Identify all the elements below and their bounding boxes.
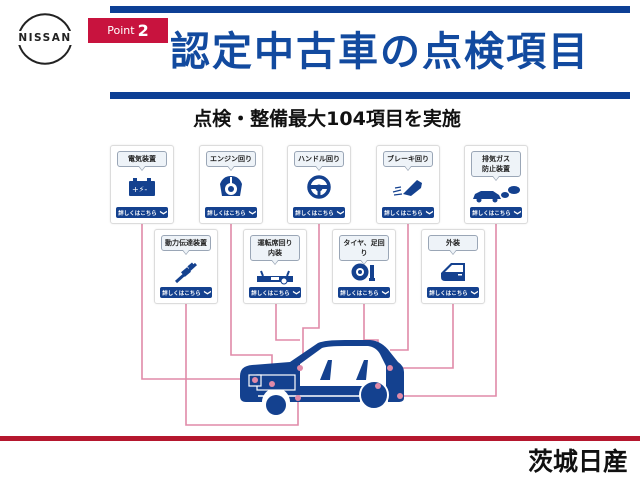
chevron-down-icon: ❯ [336, 209, 345, 216]
card-label: ハンドル回り [294, 151, 344, 171]
details-button[interactable]: 詳しくはこちら❯ [338, 287, 390, 298]
engine-icon [200, 174, 262, 198]
details-button[interactable]: 詳しくはこちら❯ [470, 207, 522, 218]
svg-text:+⚡-: +⚡- [132, 185, 147, 194]
header-bottom-rule [110, 92, 630, 99]
dealer-name: 茨城日産 [527, 447, 628, 476]
details-button[interactable]: 詳しくはこちら❯ [249, 287, 301, 298]
card-label: エンジン回り [206, 151, 256, 171]
chevron-down-icon: ❯ [513, 209, 522, 216]
battery-icon: +⚡- [111, 177, 173, 197]
page-title: 認定中古車の点検項目 [170, 29, 590, 75]
card-interior[interactable]: 運転席回り 内装 詳しくはこちら❯ [243, 229, 307, 304]
details-button[interactable]: 詳しくはこちら❯ [160, 287, 212, 298]
card-drivetrain[interactable]: 動力伝達装置 詳しくはこちら❯ [154, 229, 218, 304]
car-door-icon [422, 261, 484, 283]
nissan-logo: NISSAN [10, 10, 80, 68]
exhaust-car-icon [465, 183, 527, 205]
card-brake[interactable]: ブレーキ回り 詳しくはこちら❯ [376, 145, 440, 224]
chevron-down-icon: ❯ [159, 209, 168, 216]
header-top-rule [110, 6, 630, 13]
point-number: 2 [137, 21, 149, 40]
nissan-emblem-icon [18, 13, 72, 65]
card-label: ブレーキ回り [383, 151, 433, 171]
drive-shaft-icon [155, 260, 217, 284]
point-badge: Point 2 [88, 18, 168, 43]
details-button[interactable]: 詳しくはこちら❯ [205, 207, 257, 218]
chevron-down-icon: ❯ [381, 289, 390, 296]
chevron-down-icon: ❯ [470, 289, 479, 296]
card-engine[interactable]: エンジン回り 詳しくはこちら❯ [199, 145, 263, 224]
interior-icon [244, 270, 306, 286]
point-label: Point [107, 24, 135, 37]
chevron-down-icon: ❯ [248, 209, 257, 216]
details-button[interactable]: 詳しくはこちら❯ [427, 287, 479, 298]
car-diagram-icon [240, 340, 404, 415]
card-exterior[interactable]: 外装 詳しくはこちら❯ [421, 229, 485, 304]
card-label: 排気ガス 防止装置 [471, 151, 521, 181]
card-steering[interactable]: ハンドル回り 詳しくはこちら❯ [287, 145, 351, 224]
details-button[interactable]: 詳しくはこちら❯ [382, 207, 434, 218]
chevron-down-icon: ❯ [425, 209, 434, 216]
details-button[interactable]: 詳しくはこちら❯ [293, 207, 345, 218]
chevron-down-icon: ❯ [203, 289, 212, 296]
card-exhaust[interactable]: 排気ガス 防止装置 詳しくはこちら❯ [464, 145, 528, 224]
card-label: タイヤ、足回り [339, 235, 389, 265]
footer-divider [0, 436, 640, 441]
brake-pedal-icon [377, 176, 439, 198]
card-label: 外装 [428, 235, 478, 255]
tire-icon [333, 262, 395, 282]
details-button[interactable]: 詳しくはこちら❯ [116, 207, 168, 218]
card-label: 動力伝達装置 [161, 235, 211, 255]
chevron-down-icon: ❯ [292, 289, 301, 296]
steering-wheel-icon [288, 175, 350, 199]
card-label: 電気装置 [117, 151, 167, 171]
subtitle: 点検・整備最大104項目を実施 [193, 108, 461, 130]
card-label: 運転席回り 内装 [250, 235, 300, 265]
card-electrical[interactable]: 電気装置 +⚡- 詳しくはこちら❯ [110, 145, 174, 224]
nissan-logo-text: NISSAN [10, 31, 80, 45]
card-tire[interactable]: タイヤ、足回り 詳しくはこちら❯ [332, 229, 396, 304]
